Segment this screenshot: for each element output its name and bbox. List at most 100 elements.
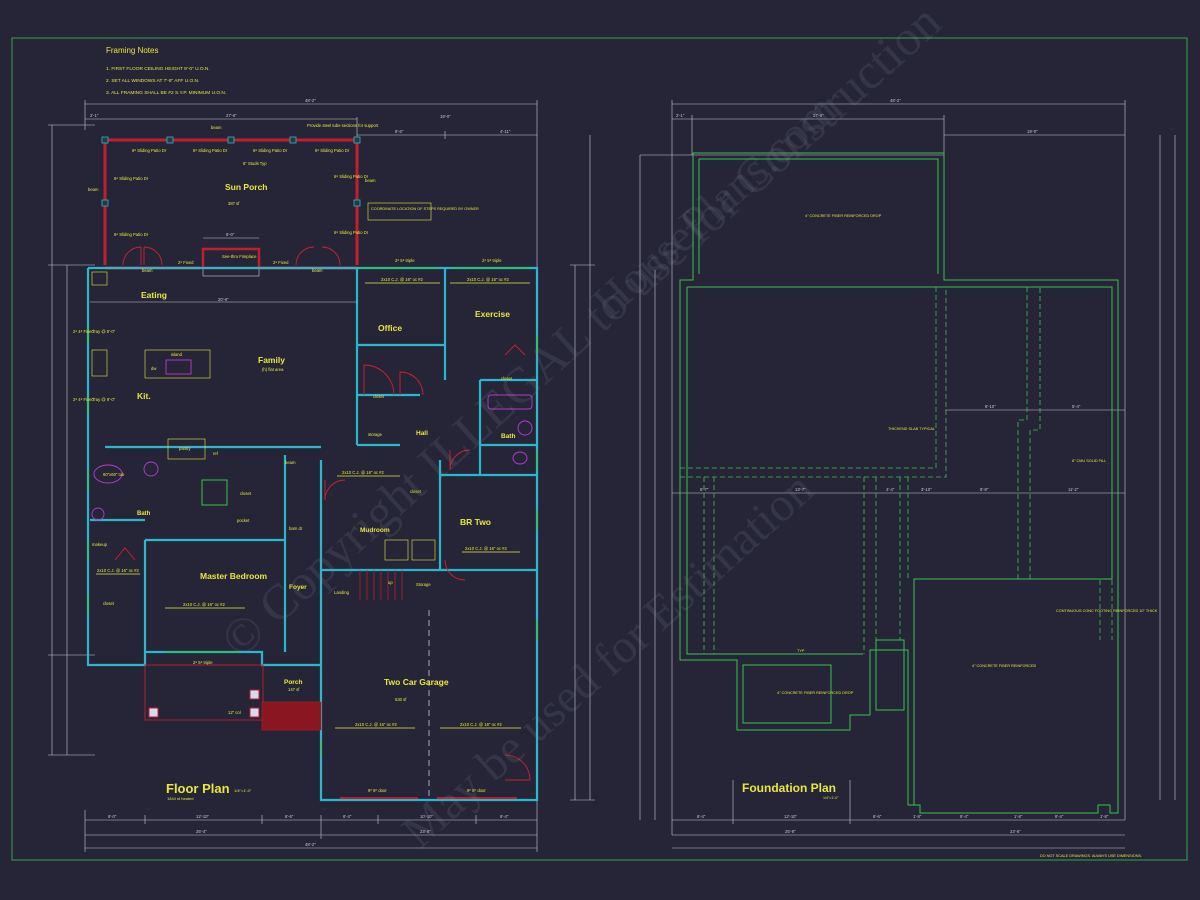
note-ref: ref bbox=[213, 451, 219, 456]
room-family-area: (h) flat area bbox=[262, 367, 284, 372]
fdim-mid-1: 6'-7" bbox=[700, 487, 709, 492]
dim-overall-top: 48'-2" bbox=[305, 98, 316, 103]
room-hall: Hall bbox=[416, 430, 428, 437]
room-kit: Kit. bbox=[137, 391, 151, 401]
fixtures-yellow bbox=[91, 271, 436, 561]
fnote-cmu: 8" CMU SOLID FILL bbox=[1072, 459, 1106, 463]
note-landing: Landing bbox=[334, 590, 350, 595]
room-office: Office bbox=[378, 323, 402, 333]
note-pocket: pocket bbox=[237, 518, 250, 523]
note-beam-hall: beam bbox=[285, 460, 296, 465]
note-sliding-4: 6⁸ Sliding Patio Dr bbox=[315, 148, 350, 153]
fnote-garage: 4" CONCRETE FIBER REINFORCED bbox=[972, 664, 1036, 668]
fdim-bot-7: 8'-4" bbox=[1055, 814, 1064, 819]
floor-plan-area: 1844 sf heated bbox=[167, 796, 193, 801]
fdim-upper-1: 8'-10" bbox=[985, 404, 996, 409]
fdim-bot-3: 6'-6" bbox=[873, 814, 882, 819]
room-porch-area: 147 sf bbox=[288, 687, 300, 692]
note-sliding-2: 6⁸ Sliding Patio Dr bbox=[193, 148, 228, 153]
stairs bbox=[359, 570, 403, 600]
fdim-bot-5: 8'-4" bbox=[960, 814, 969, 819]
fdim-overall: 48'-2" bbox=[890, 98, 901, 103]
fdim-top-left: 2'-1" bbox=[676, 113, 685, 118]
porch bbox=[144, 664, 322, 731]
note-closet-master: closet bbox=[103, 601, 115, 606]
floor-dimensions-top bbox=[84, 100, 538, 270]
foundation-plan-title: Foundation Plan bbox=[742, 781, 836, 795]
fdim-mid-2: 13'-7" bbox=[795, 487, 806, 492]
framing-notes-title: Framing Notes bbox=[106, 46, 158, 55]
room-sun-porch: Sun Porch bbox=[225, 182, 268, 192]
note-sliding-5: 6⁸ Sliding Patio Dr bbox=[114, 176, 149, 181]
floor-plan: 48'-2" 2'-1" 27'-6" 8'-6" 4'-11" 19'-0" … bbox=[48, 98, 595, 852]
room-garage-area: 530 sf bbox=[395, 697, 407, 702]
room-br-two: BR Two bbox=[460, 517, 491, 527]
fnote-typ: TYP bbox=[797, 649, 805, 653]
note-cj-garage-2: 2x10 C.J. @ 16" oc #2 bbox=[460, 722, 502, 727]
fdim-top-mid: 27'-6" bbox=[813, 113, 824, 118]
fnote-footing: CONTINUOUS CONC FOOTING REINFORCED 10" T… bbox=[1056, 609, 1158, 613]
room-family: Family bbox=[258, 355, 285, 365]
steps-note-box bbox=[367, 202, 432, 221]
note-sliding-6: 6⁸ Sliding Patio Dr bbox=[334, 174, 369, 179]
dim-right-b: 4'-11" bbox=[500, 129, 511, 134]
dim-bottom-total: 48'-2" bbox=[305, 842, 316, 847]
fdim-mid-5: 8'-8" bbox=[980, 487, 989, 492]
note-closet-hall: closet bbox=[373, 394, 385, 399]
framing-note-1: 1. FIRST FLOOR CEILING HEIGHT 9'-0" U.O.… bbox=[106, 66, 210, 72]
note-tub: 60"x60" tub bbox=[103, 472, 125, 477]
fdim-mid-6: 11'-2" bbox=[1068, 487, 1079, 492]
fnote-thickened: THICKEND SLAB TYPICAL bbox=[888, 427, 935, 431]
note-beam-left: beam bbox=[88, 187, 99, 192]
note-triple-3: 2⁸ 5⁸ triple bbox=[193, 660, 213, 665]
dim-sun-porch-width: 27'-6" bbox=[226, 113, 237, 118]
framing-note-2: 2. SET ALL WINDOWS AT 7'-8" AFF U.O.N. bbox=[106, 78, 199, 84]
dim-left-jog: 2'-1" bbox=[90, 113, 99, 118]
fdim-mid-3: 4'-4" bbox=[886, 487, 895, 492]
note-fixed-side-2: 2⁸ 4⁸ Fixed bbox=[73, 397, 94, 402]
fdim-botmid-2: 23'-6" bbox=[1010, 829, 1021, 834]
room-sun-porch-area: 387 sf bbox=[228, 201, 240, 206]
note-cj-br2: 2x10 C.J. @ 16" oc #2 bbox=[465, 546, 507, 551]
note-beam-eat-1: beam bbox=[142, 268, 153, 273]
note-closet-mud: closet bbox=[410, 489, 422, 494]
room-garage: Two Car Garage bbox=[384, 677, 449, 687]
dim-bottom-5: 10'-10" bbox=[420, 814, 434, 819]
note-tray-2: Tray @ 9'-0" bbox=[92, 397, 116, 402]
note-island: island bbox=[171, 352, 183, 357]
room-foyer: Foyer bbox=[289, 584, 307, 591]
dim-right-sub: 19'-0" bbox=[440, 114, 451, 119]
watermark-line-3: May be used for Estimation bbox=[392, 462, 824, 858]
note-triple-1: 2⁸ 5⁸ triple bbox=[395, 258, 415, 263]
fdim-upper-2: 5'-4" bbox=[1072, 404, 1081, 409]
room-master-bath: Bath bbox=[137, 511, 151, 517]
framing-notes: Framing Notes 1. FIRST FLOOR CEILING HEI… bbox=[106, 46, 226, 96]
framing-note-3: 3. ALL FRAMING SHALL BE #2 S.Y.P. MINIMU… bbox=[106, 90, 226, 96]
dim-bottom-4: 6'-4" bbox=[343, 814, 352, 819]
note-cj-closet: 2x10 C.J. @ 16" oc #2 bbox=[97, 568, 139, 573]
sun-porch-doors bbox=[122, 246, 341, 266]
note-cj-master: 2x10 C.J. @ 16" oc #2 bbox=[183, 602, 225, 607]
dim-right-a: 8'-6" bbox=[395, 129, 404, 134]
fdim-bot-1: 6'-4" bbox=[697, 814, 706, 819]
note-makeup: makeup bbox=[92, 542, 108, 547]
dim-bottom-6: 6'-4" bbox=[500, 814, 509, 819]
floor-plan-scale: 1/4"=1'-0" bbox=[234, 788, 252, 793]
fdim-botmid-1: 25'-8" bbox=[785, 829, 796, 834]
note-beam-right: beam bbox=[365, 178, 376, 183]
shower bbox=[201, 479, 228, 506]
note-up: up bbox=[388, 580, 393, 585]
note-sliding-1: 6⁸ Sliding Patio Dr bbox=[132, 148, 167, 153]
foundation-plan: 48'-2" 2'-1" 27'-6" 19'-0" 6'-7" 13'-7" … bbox=[639, 98, 1176, 849]
note-beam-top: beam bbox=[211, 125, 222, 130]
foundation-footings bbox=[679, 152, 1119, 814]
note-garage-door-1: 9⁰ 8⁰ door bbox=[368, 788, 387, 793]
fdim-bot-6: 1'-8" bbox=[1014, 814, 1023, 819]
dim-bottom-1: 6'-0" bbox=[108, 814, 117, 819]
dim-bottom-2: 12'-10" bbox=[196, 814, 210, 819]
note-dw: dw bbox=[151, 366, 157, 371]
note-fixed-2: 2⁸ Fixed bbox=[273, 260, 289, 265]
floor-plan-title: Floor Plan bbox=[166, 781, 230, 796]
note-cj-garage-1: 2x10 C.J. @ 16" oc #2 bbox=[355, 722, 397, 727]
